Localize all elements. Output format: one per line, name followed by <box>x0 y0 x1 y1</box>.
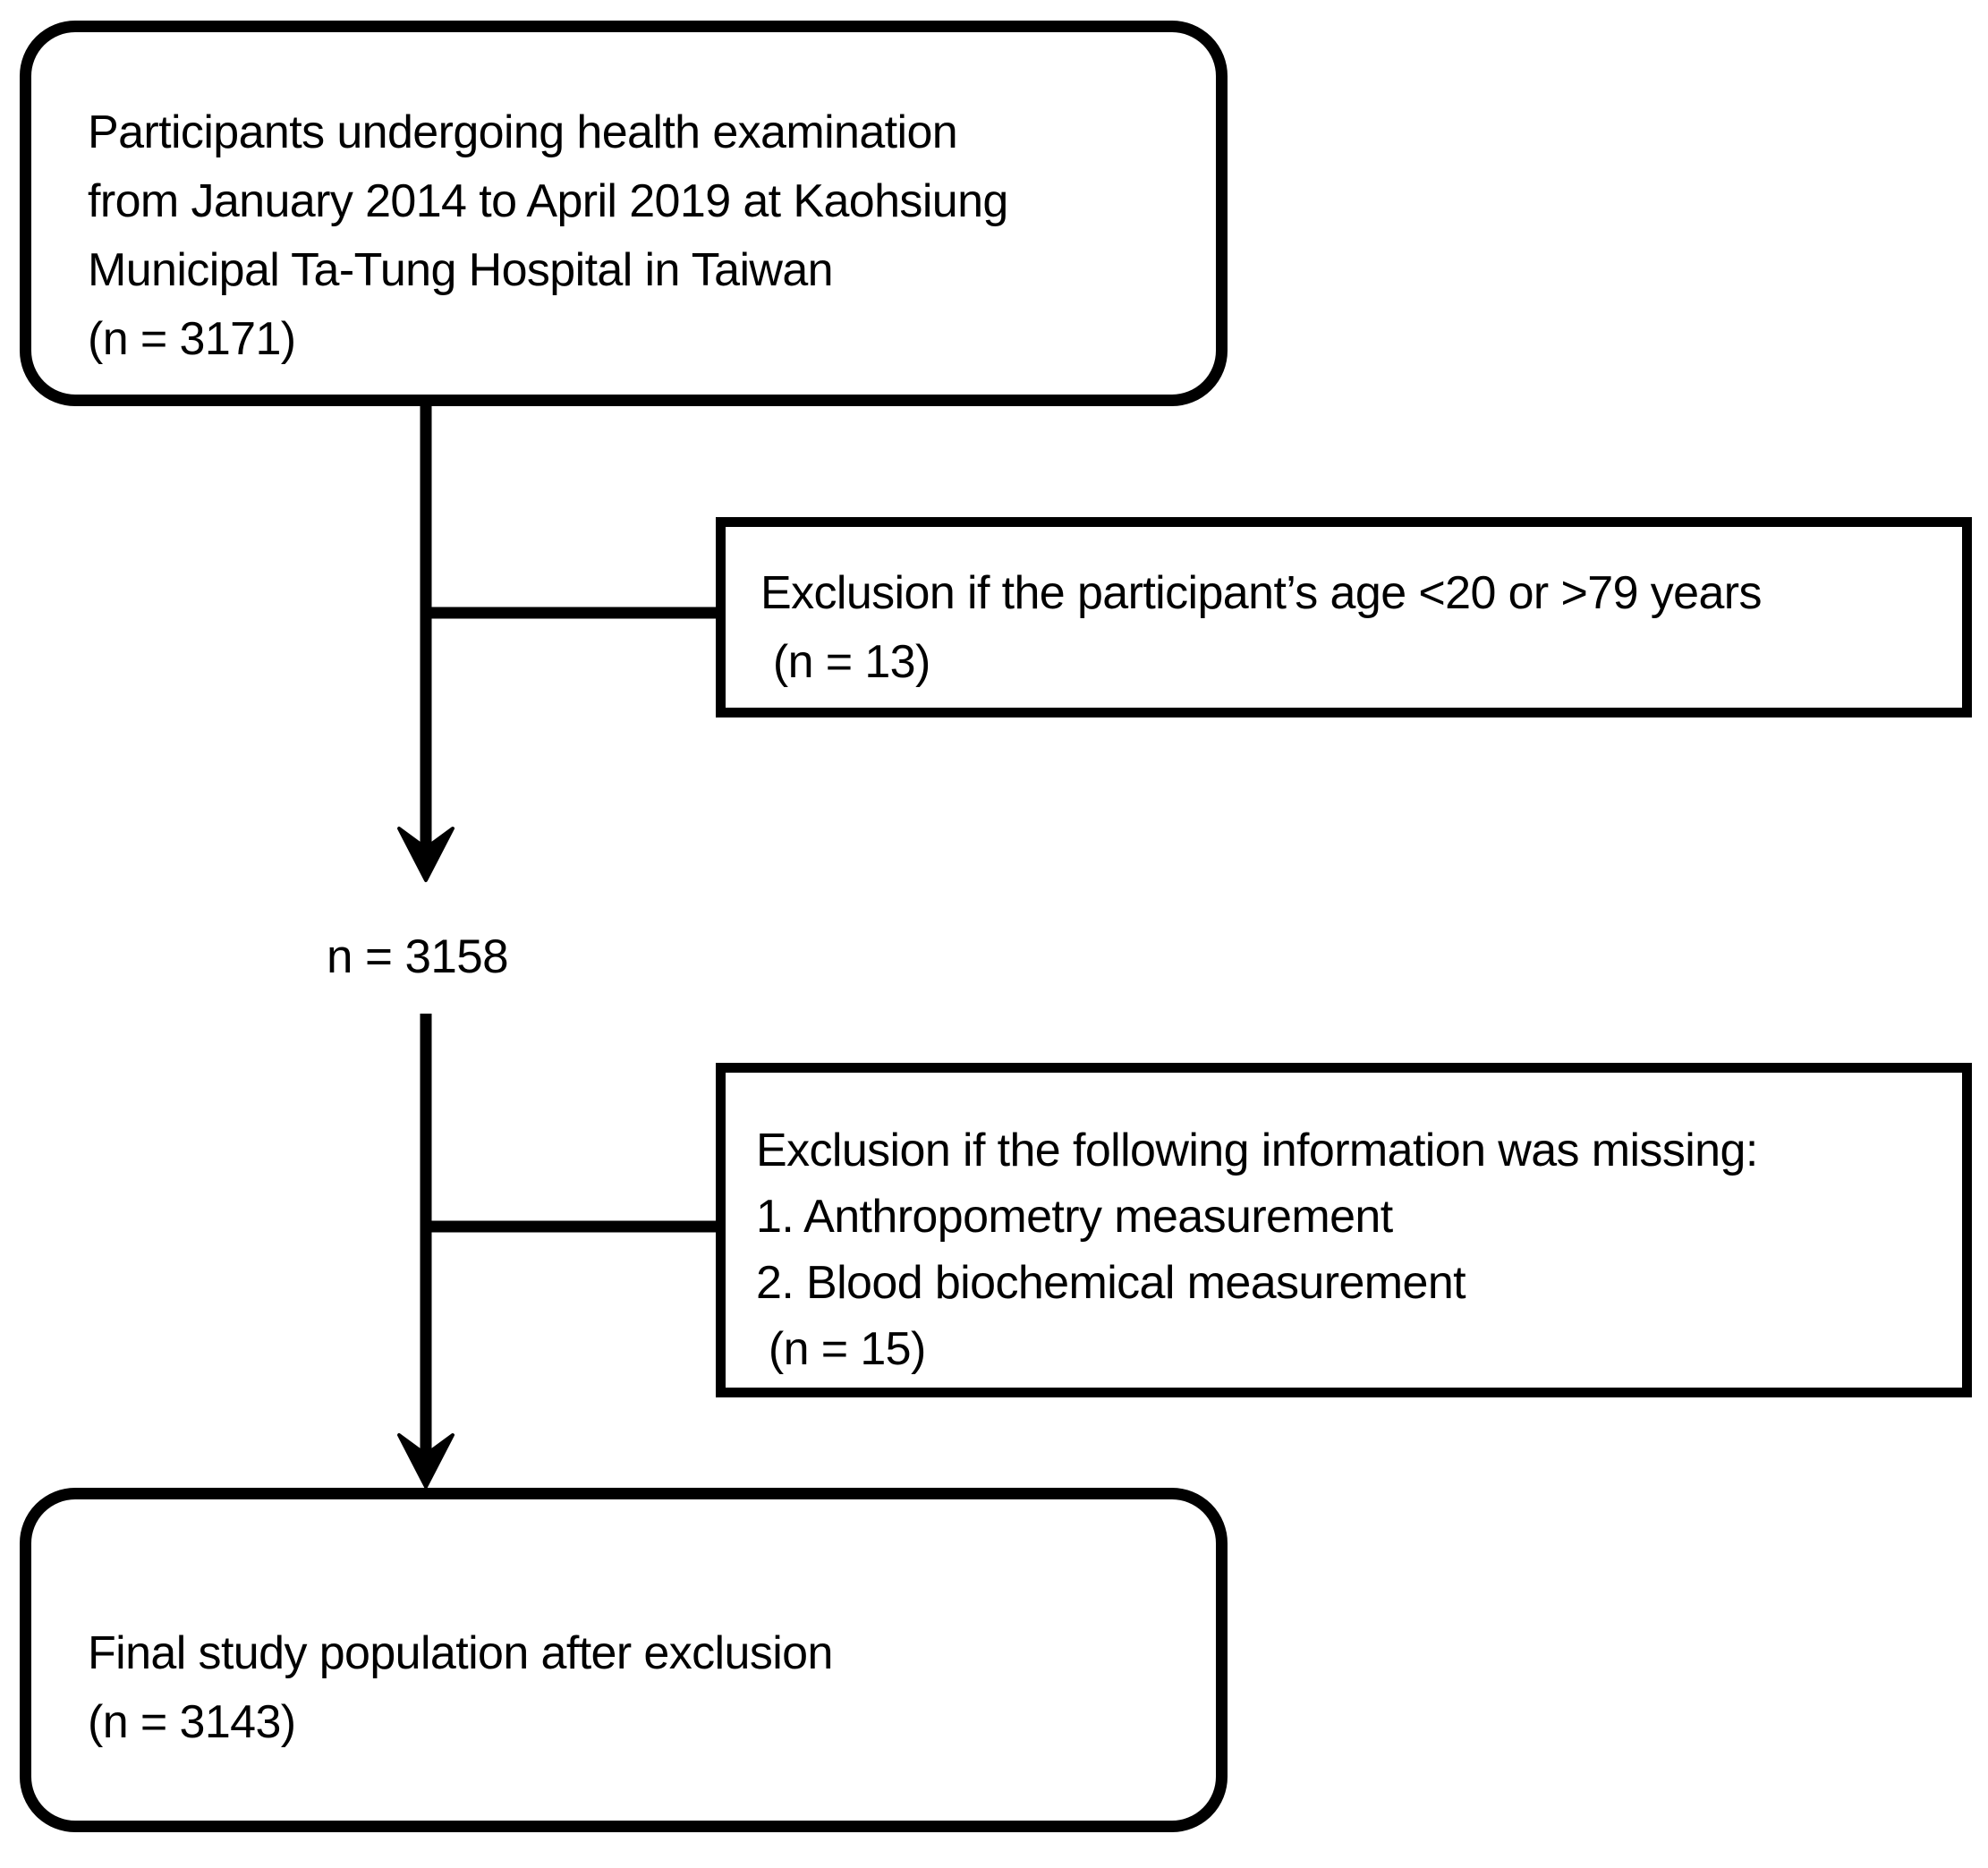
box-text-line: 2. Blood biochemical measurement <box>756 1257 1466 1309</box>
box-text-line: Exclusion if the following information w… <box>756 1125 1758 1176</box>
box-text-line: (n = 3171) <box>88 313 296 365</box>
box-text-line: (n = 13) <box>760 636 930 688</box>
arrow-down-icon <box>397 827 455 882</box>
box-text-line: (n = 3143) <box>88 1696 296 1748</box>
interim-count-label: n = 3158 <box>327 930 509 983</box>
exclusion-missing-info-box: Exclusion if the following information w… <box>716 1063 1972 1397</box>
box-text-line: Exclusion if the participant’s age <20 o… <box>760 567 1763 619</box>
box-text-line: from January 2014 to April 2019 at Kaohs… <box>88 175 1008 227</box>
arrow-down-icon <box>397 1433 455 1489</box>
participants-box: Participants undergoing health examinati… <box>20 21 1228 406</box>
box-text-line: 1. Anthropometry measurement <box>756 1191 1393 1243</box>
box-text-line: (n = 15) <box>756 1323 926 1375</box>
exclusion-age-box: Exclusion if the participant’s age <20 o… <box>716 517 1972 717</box>
final-population-box: Final study population after exclusion (… <box>20 1488 1228 1832</box>
box-text-line: Final study population after exclusion <box>88 1627 833 1679</box>
box-text-line: Participants undergoing health examinati… <box>88 106 958 158</box>
box-text-line: Municipal Ta-Tung Hospital in Taiwan <box>88 244 834 296</box>
